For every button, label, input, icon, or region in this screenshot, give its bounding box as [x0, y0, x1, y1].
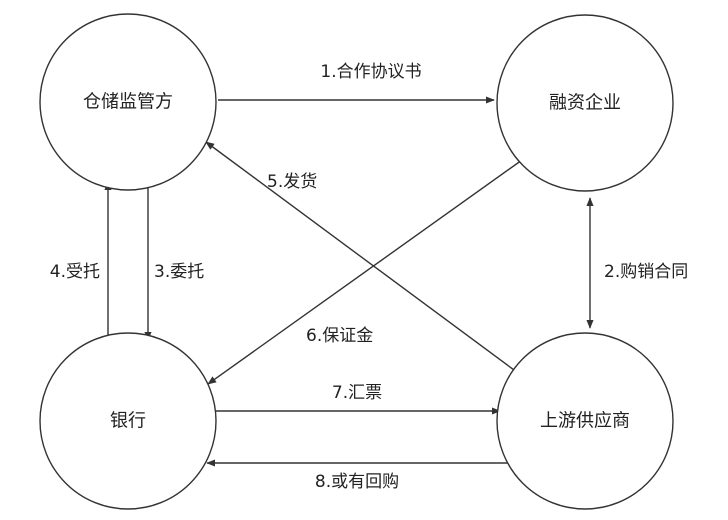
edge-5-supplier-to-warehouse [205, 141, 515, 371]
node-borrower-label: 融资企业 [549, 93, 621, 114]
edge-label-6: 6.保证金 [306, 326, 373, 346]
edge-label-4: 4.受托 [50, 262, 100, 282]
edge-label-3: 3.委托 [154, 262, 204, 282]
edge-6-borrower-to-bank [207, 159, 523, 385]
edge-label-7: 7.汇票 [332, 383, 382, 403]
node-warehouse-label: 仓储监管方 [83, 92, 173, 113]
edge-label-2: 2.购销合同 [604, 262, 688, 282]
node-borrower: 融资企业 [496, 14, 674, 192]
node-bank-label: 银行 [110, 411, 146, 432]
node-supplier-label: 上游供应商 [540, 411, 630, 432]
node-supplier: 上游供应商 [496, 332, 674, 510]
edge-label-1: 1.合作协议书 [320, 62, 421, 82]
node-bank: 银行 [39, 332, 217, 510]
edge-label-5: 5.发货 [267, 172, 317, 192]
node-warehouse: 仓储监管方 [39, 13, 217, 191]
edge-label-8: 8.或有回购 [315, 472, 399, 492]
